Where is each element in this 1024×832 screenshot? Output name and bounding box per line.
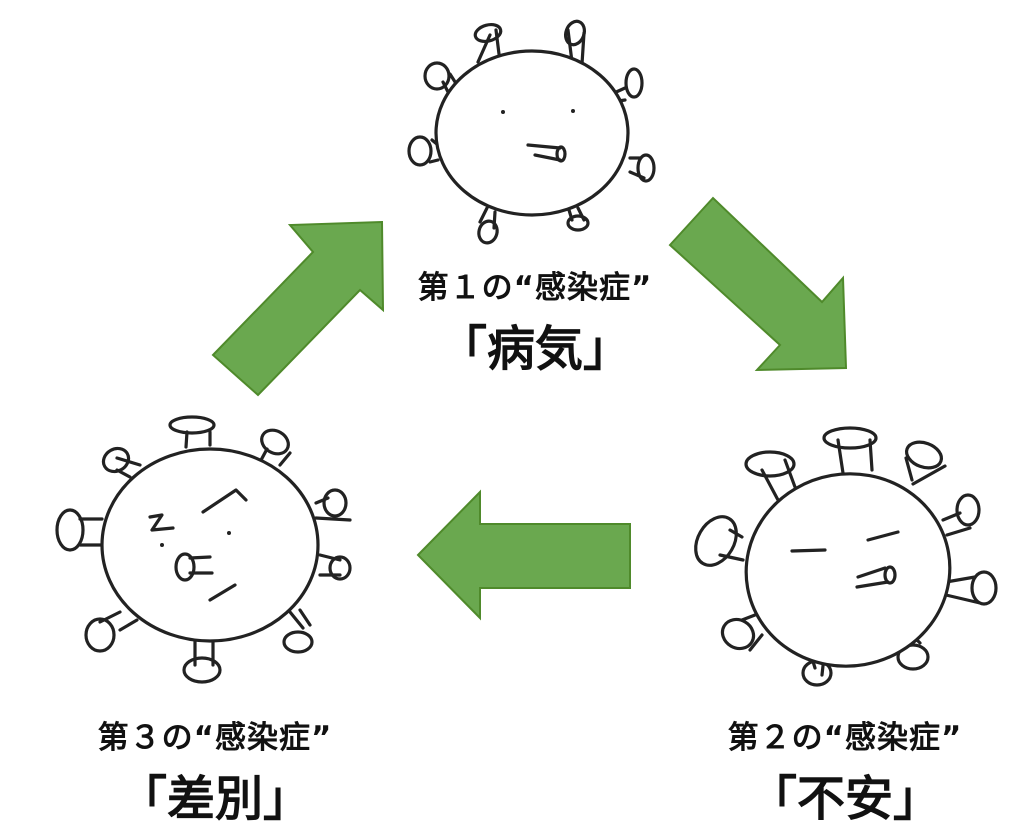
stage-2-label: 第２の“感染症” 「不安」 (690, 712, 1000, 829)
virus-worried-icon (694, 426, 998, 687)
virus-neutral-icon (407, 19, 656, 245)
arrow-stage1-to-stage2 (668, 196, 848, 372)
stage-1-label: 第１の“感染症” 「病気」 (380, 262, 690, 379)
stage-1-subtitle: 第１の“感染症” (417, 270, 653, 306)
arrow-stage2-to-stage3 (416, 489, 631, 621)
stage-3-title: 「差別」 (118, 771, 311, 827)
stage-3-label: 第３の“感染症” 「差別」 (60, 712, 370, 829)
stage-3-subtitle: 第３の“感染症” (97, 720, 333, 756)
stage-2-title: 「不安」 (748, 771, 941, 827)
stage-1-title: 「病気」 (438, 321, 631, 377)
virus-angry-icon (55, 415, 352, 684)
stage-2-subtitle: 第２の“感染症” (727, 720, 963, 756)
arrow-stage3-to-stage1 (211, 220, 385, 397)
